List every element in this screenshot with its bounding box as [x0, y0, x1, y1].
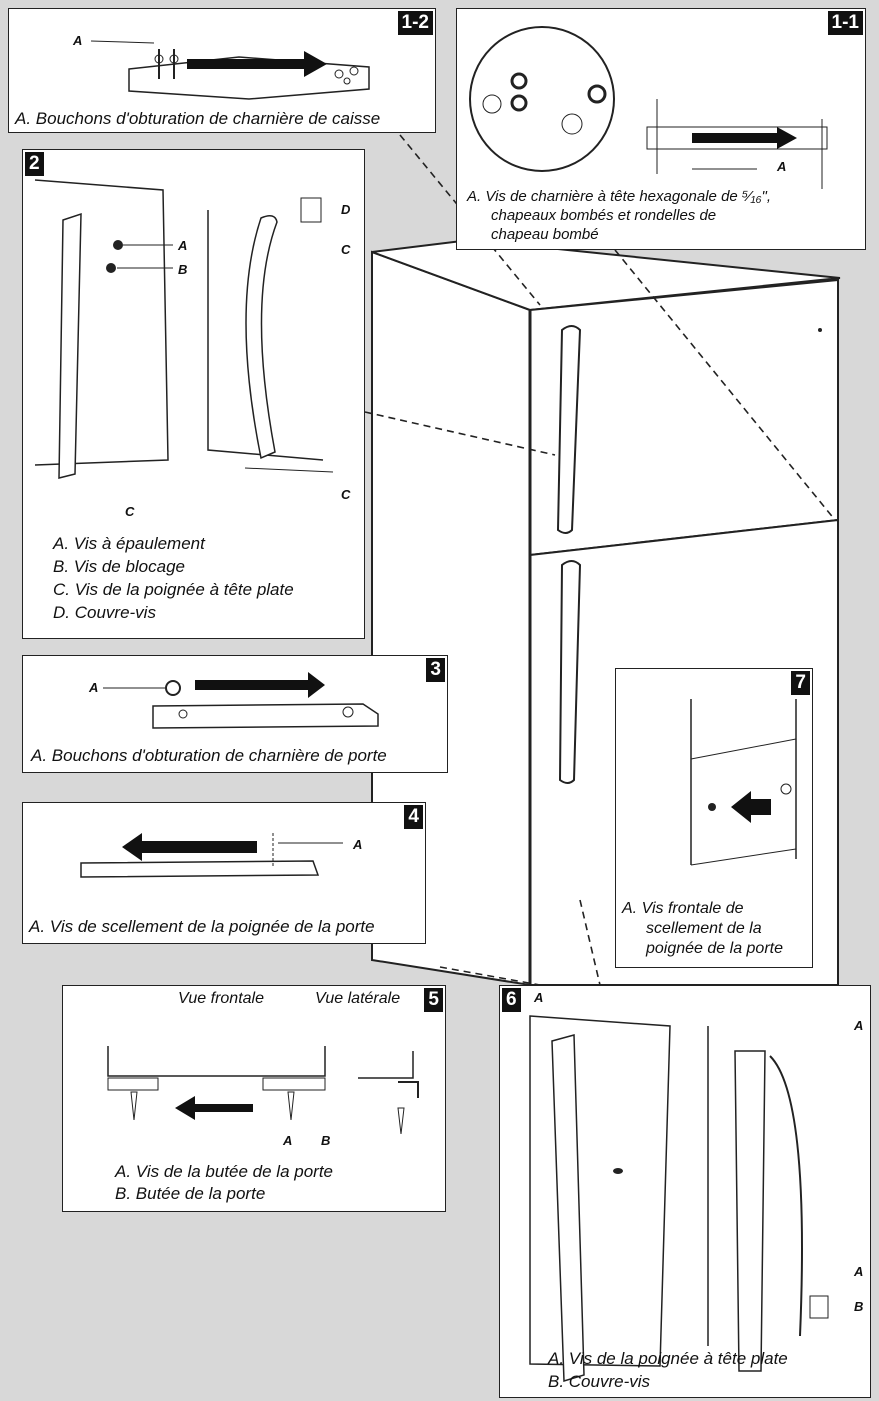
header-front-view: Vue frontale	[178, 990, 264, 1007]
door-handle-removal-diagram	[34, 179, 334, 479]
legend-c: C. Vis de la poignée à tête plate	[53, 580, 294, 599]
door-hinge-plug-diagram	[103, 672, 379, 729]
callout-b: B	[178, 262, 188, 277]
caption: A. Bouchons d'obturation de charnière de…	[15, 109, 381, 128]
caption-line-3: poignée de la porte	[646, 940, 783, 957]
front-seal-screw-diagram	[690, 699, 797, 866]
header-side-view: Vue latérale	[315, 990, 401, 1007]
callout-a: A	[89, 680, 99, 695]
cabinet-hinge-diagram	[90, 40, 370, 100]
panel-step-1-2: 1-2 A A. Bouchons d'obturation de charni…	[8, 8, 436, 133]
callout-b: B	[854, 1299, 864, 1314]
panel-step-6: 6 A A A B A. Vis de la poignée à tête pl…	[499, 985, 871, 1398]
legend-a: A. Vis de la butée de la porte	[115, 1162, 334, 1181]
callout-a: A	[777, 159, 787, 174]
step-badge: 2	[25, 152, 44, 176]
step-badge: 5	[424, 988, 443, 1012]
step-badge: 4	[404, 805, 423, 829]
caption-line-1: A. Vis de charnière à tête hexagonale de…	[467, 188, 771, 205]
callout-a: A	[178, 238, 188, 253]
step-badge: 1-1	[827, 11, 863, 35]
step-badge: 6	[502, 988, 521, 1012]
step-badge: 3	[426, 658, 445, 682]
legend-d: D. Couvre-vis	[53, 603, 156, 622]
legend-a: A. Vis de la poignée à tête plate	[548, 1349, 788, 1368]
callout-a-top-right: A	[854, 1018, 864, 1033]
handle-seal-screw-diagram	[80, 833, 343, 878]
callout-a: A	[73, 33, 83, 48]
legend-b: B. Vis de blocage	[53, 557, 185, 576]
callout-a: A	[353, 837, 363, 852]
caption-line-3: chapeau bombé	[491, 226, 599, 243]
callout-a-top-left: A	[534, 990, 544, 1005]
callout-c-top: C	[341, 242, 351, 257]
caption: A. Bouchons d'obturation de charnière de…	[31, 746, 387, 765]
step-badge: 1-2	[397, 11, 433, 35]
callout-a-bottom-right: A	[854, 1264, 864, 1279]
callout-c-bottom-right: C	[341, 487, 351, 502]
callout-d: D	[341, 202, 351, 217]
callout-c-bottom-left: C	[125, 504, 135, 519]
panel-step-3: 3 A A. Bouchons d'obturation de charnièr…	[22, 655, 448, 773]
callout-a: A	[283, 1133, 293, 1148]
legend-b: B. Couvre-vis	[548, 1372, 651, 1391]
panel-step-5: 5 Vue frontale Vue latérale A B A. Vis d…	[62, 985, 446, 1212]
step-badge: 7	[791, 671, 810, 695]
freezer-handle-install-diagram	[529, 1015, 829, 1382]
panel-step-7: 7 A. Vis frontale de scellement de la po…	[615, 668, 813, 968]
door-stop-diagram	[107, 1046, 419, 1135]
legend-b: B. Butée de la porte	[115, 1184, 266, 1203]
panel-step-2: 2 A B C C C D A. Vis à épaulement B. Vis…	[22, 149, 365, 639]
callout-b: B	[321, 1133, 331, 1148]
caption-line-1: A. Vis frontale de	[622, 900, 744, 917]
hex-hinge-screw-diagram	[469, 26, 828, 189]
panel-step-1-1: 1-1 A A. Vis de charnière à tête hexagon…	[456, 8, 866, 250]
caption-line-2: chapeaux bombés et rondelles de	[491, 207, 717, 224]
caption-line-2: scellement de la	[646, 920, 762, 937]
legend-a: A. Vis à épaulement	[53, 534, 205, 553]
panel-step-4: 4 A A. Vis de scellement de la poignée d…	[22, 802, 426, 944]
caption: A. Vis de scellement de la poignée de la…	[29, 917, 375, 936]
